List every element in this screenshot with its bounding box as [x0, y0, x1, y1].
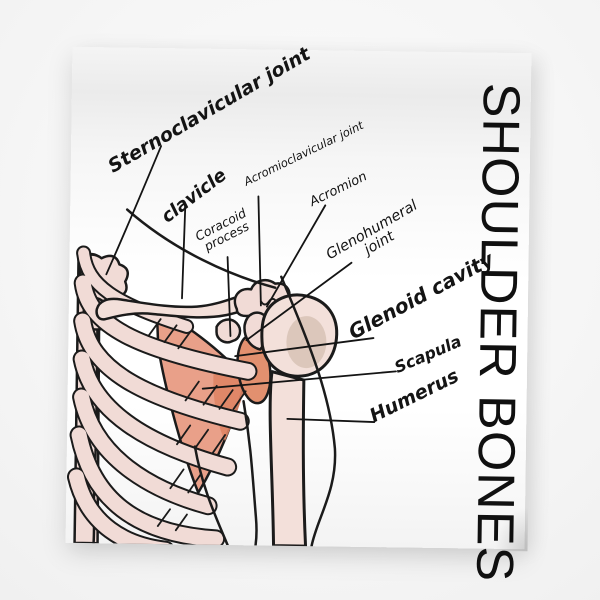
- humerus-bone: [243, 293, 339, 548]
- leader-scapula: [201, 370, 397, 390]
- body-contour-lines: [125, 208, 337, 548]
- rib-hatch-lines: [147, 318, 247, 532]
- leader-humerus: [286, 417, 376, 423]
- leader-clavicle: [181, 205, 187, 300]
- leader-glenoid-cavity: [234, 337, 375, 358]
- poster: Sternoclavicular joint clavicle Acromioc…: [65, 43, 532, 583]
- leader-glenohumeral-joint: [245, 261, 353, 342]
- leader-lines: [105, 145, 397, 423]
- poster-title: SHOULDER BONES: [465, 82, 531, 583]
- leader-sternoclavicular-joint: [105, 145, 163, 276]
- leader-acromion: [265, 204, 327, 308]
- shoulder-anatomy-illustration: [66, 145, 397, 550]
- leader-coracoid-process: [226, 256, 232, 337]
- leader-acromioclavicular-joint: [257, 195, 262, 307]
- coracoid-process-bone: [215, 318, 242, 344]
